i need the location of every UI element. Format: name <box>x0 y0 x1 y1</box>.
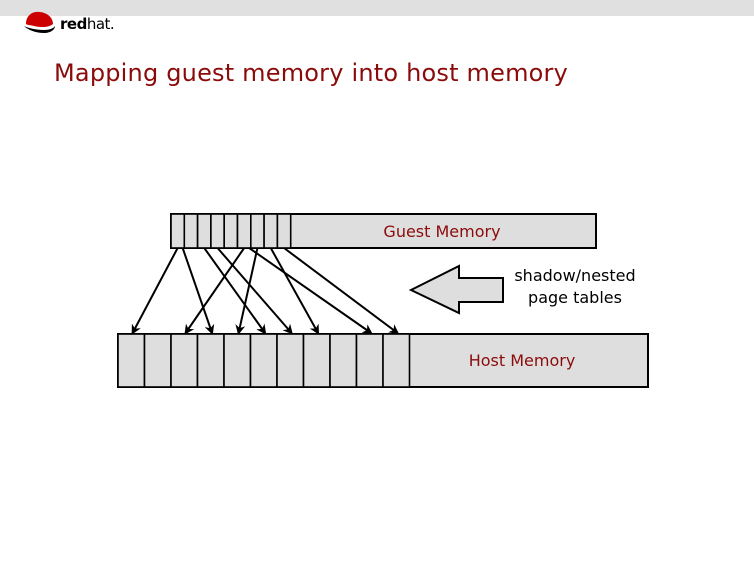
mapping-arrow <box>283 247 400 335</box>
host-page-cell <box>117 333 146 388</box>
top-band <box>0 0 754 16</box>
mapping-arrow <box>248 247 373 335</box>
host-page-cell <box>276 333 305 388</box>
host-page-cell <box>355 333 384 388</box>
guest-page-cell <box>276 213 292 249</box>
red-hat-icon <box>24 11 55 33</box>
logo-wordmark: redhat. <box>60 15 115 33</box>
guest-page-cell <box>250 213 265 249</box>
host-page-cell <box>329 333 358 388</box>
mapping-arrow <box>216 247 293 335</box>
slide-title: Mapping guest memory into host memory <box>54 59 569 87</box>
mapping-arrow <box>131 247 179 335</box>
guest-page-cell <box>210 213 225 249</box>
guest-page-cell <box>223 213 239 249</box>
guest-memory-block: Guest Memory <box>170 213 597 249</box>
mapping-arrow <box>269 247 320 335</box>
arrow-label-line1: shadow/nested <box>514 266 635 285</box>
mapping-arrow <box>203 247 267 335</box>
guest-page-cell <box>170 213 186 249</box>
host-page-cell <box>223 333 252 388</box>
host-memory-block: Host Memory <box>117 333 649 388</box>
arrow-label-line2: page tables <box>528 288 622 307</box>
guest-memory-label: Guest Memory <box>383 222 500 241</box>
mapping-arrow <box>235 247 259 335</box>
redhat-logo: redhat. <box>22 8 122 36</box>
guest-page-cell <box>236 213 252 249</box>
guest-page-cell <box>183 213 199 249</box>
host-page-cell <box>170 333 199 388</box>
guest-page-cell <box>263 213 279 249</box>
left-arrow-icon <box>408 264 504 315</box>
logo-word-red: red <box>60 15 87 33</box>
host-page-cell <box>302 333 331 388</box>
guest-page-cell <box>196 213 212 249</box>
host-memory-label: Host Memory <box>469 351 576 370</box>
mapping-arrow <box>184 247 245 335</box>
host-page-cell <box>196 333 225 388</box>
host-page-cell <box>249 333 278 388</box>
logo-word-hat: hat. <box>86 15 115 33</box>
mapping-arrows <box>131 247 400 335</box>
page-table-arrow: shadow/nested page tables <box>408 264 636 315</box>
mapping-arrow <box>181 247 215 335</box>
host-page-cell <box>382 333 411 388</box>
host-page-cell <box>143 333 172 388</box>
